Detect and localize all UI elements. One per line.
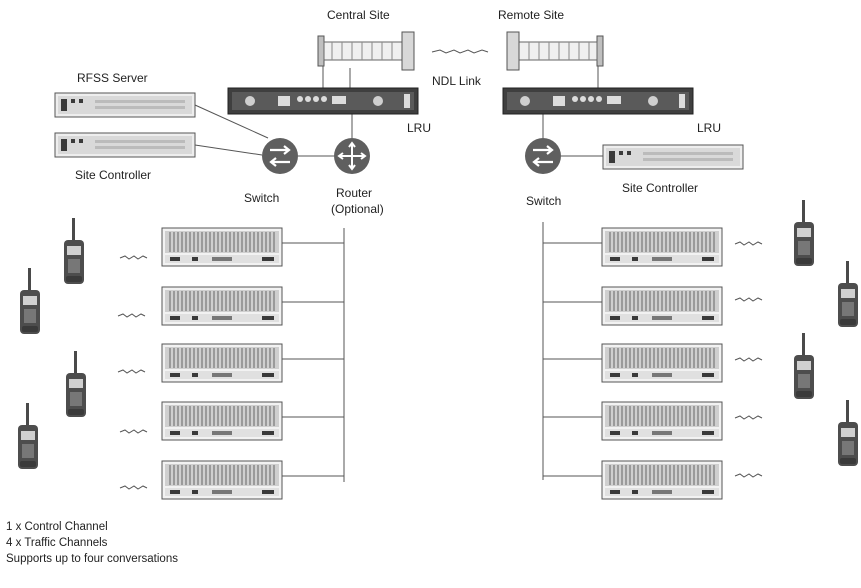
switch-label: Switch [526,194,562,208]
router-label: Router [336,186,373,200]
rfss-server [54,92,196,118]
lru-label: LRU [697,121,722,135]
rfss-server-label: RFSS Server [77,71,148,85]
site-controller-central [54,132,196,158]
rf-links-central [117,255,148,490]
central-site-antenna-icon [317,31,415,71]
portable-radio-icon [66,351,86,417]
router-optional-label: (Optional) [331,202,384,216]
base-station-remote [601,460,723,500]
site-controller-label: Site Controller [622,181,699,195]
site-controller-remote [602,144,744,170]
portable-radio-icon [64,218,84,284]
central-site-wiring [194,55,353,482]
note-line: Supports up to four conversations [6,553,178,565]
portable-radio-icon [794,333,814,399]
base-station-remote [601,227,723,267]
lru-remote [502,87,694,115]
lru-central [227,87,419,115]
portable-radio-icon [838,400,858,466]
note-line: 4 x Traffic Channels [6,537,108,549]
base-station-central [161,401,283,441]
portable-radio-icon [20,268,40,334]
base-station-central [161,286,283,326]
channel-notes: 1 x Control Channel 4 x Traffic Channels… [6,519,178,567]
site-controller-label: Site Controller [75,168,152,182]
base-station-central [161,460,283,500]
portable-radio-icon [18,403,38,469]
switch-icon [260,136,300,176]
base-station-central [161,343,283,383]
note-line: 1 x Control Channel [6,521,108,533]
ndl-link-label: NDL Link [432,74,481,88]
base-station-remote [601,401,723,441]
remote-site-wiring [542,55,604,480]
base-station-remote [601,343,723,383]
switch-label: Switch [244,191,280,205]
lru-label: LRU [407,121,432,135]
portable-radio-icon [794,200,814,266]
rf-links-remote [734,241,763,478]
router-icon [333,137,371,175]
central-site-label: Central Site [327,8,390,22]
base-station-remote [601,286,723,326]
ndl-link-line [431,49,489,54]
remote-site-label: Remote Site [498,8,565,22]
switch-icon [523,136,563,176]
base-station-central [161,227,283,267]
remote-site-antenna-icon [506,31,604,71]
portable-radio-icon [838,261,858,327]
